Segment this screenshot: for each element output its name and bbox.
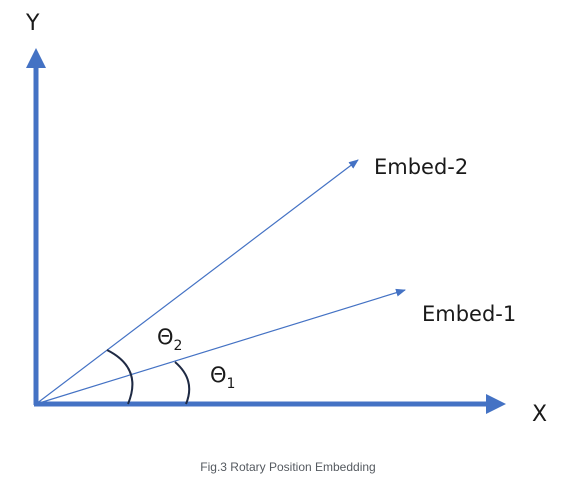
theta-2-subscript: 2: [174, 338, 183, 354]
theta-1-symbol: Θ: [210, 363, 227, 387]
theta-1-label: Θ1: [210, 363, 235, 392]
embed-2-vector: [35, 159, 359, 405]
y-axis-label: Y: [25, 11, 40, 36]
figure-caption: Fig.3 Rotary Position Embedding: [200, 460, 375, 474]
theta-2-symbol: Θ: [157, 325, 174, 349]
embed-2-label: Embed-2: [374, 155, 468, 179]
embed-1-vector: [35, 288, 406, 405]
theta-2-arc: [106, 349, 134, 405]
theta-1-subscript: 1: [227, 376, 236, 392]
x-axis-label: X: [532, 402, 547, 427]
theta-1-arc: [174, 361, 191, 405]
theta-2-label: Θ2: [157, 325, 182, 354]
embed-1-label: Embed-1: [422, 302, 516, 326]
